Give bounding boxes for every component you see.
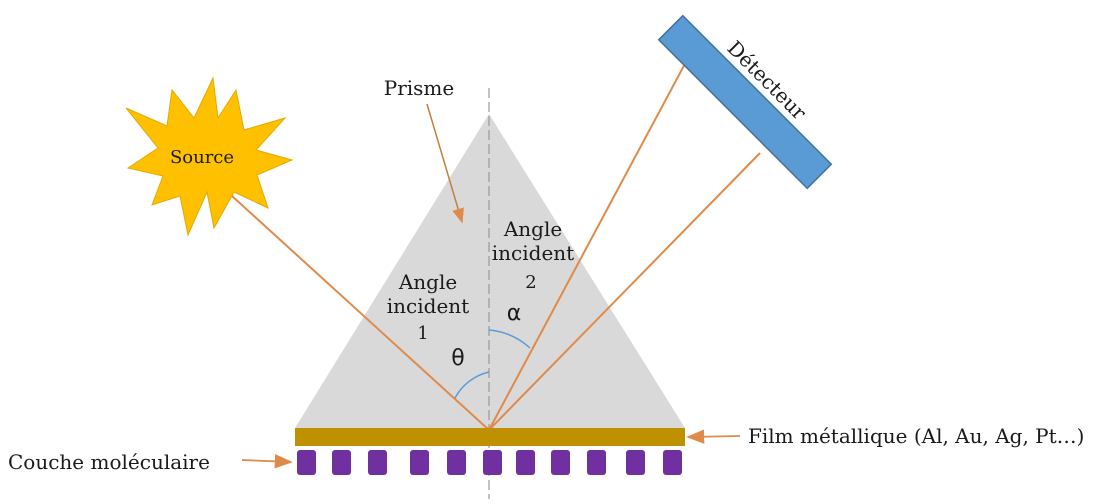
molecule (551, 450, 570, 475)
angle2-line3: 2 (525, 272, 536, 293)
molecule (516, 450, 535, 475)
molecular-layer-arrow (241, 454, 293, 469)
prism-arrow (426, 103, 464, 224)
alpha-arc (488, 329, 531, 349)
metal-film-label: Film métallique (Al, Au, Ag, Pt…) (748, 424, 1084, 448)
reflected-ray-2 (488, 152, 761, 431)
molecule (587, 450, 606, 475)
reflected-ray-1 (488, 59, 688, 431)
molecule (483, 450, 502, 475)
molecule (626, 450, 645, 475)
theta-label: θ (451, 346, 464, 371)
angle2-line2: incident (492, 241, 574, 265)
angle2-line1: Angle (503, 217, 562, 241)
molecule (297, 450, 316, 475)
angle1-line3: 1 (417, 323, 428, 344)
molecule (332, 450, 351, 475)
alpha-label: α (507, 301, 522, 326)
angle1-line1: Angle (398, 270, 457, 294)
theta-arc (454, 371, 490, 399)
molecular-layer (297, 450, 682, 475)
prism (295, 114, 685, 428)
incident-ray (231, 195, 490, 431)
source-label: Source (170, 147, 234, 168)
molecule (663, 450, 682, 475)
metal-film (295, 428, 685, 446)
detector-bar (657, 14, 833, 190)
molecular-layer-label: Couche moléculaire (8, 450, 210, 474)
molecule (410, 450, 429, 475)
source-star (125, 76, 294, 237)
molecule (447, 450, 466, 475)
prism-label: Prisme (384, 76, 454, 100)
angle1-line2: incident (387, 294, 469, 318)
molecule (368, 450, 387, 475)
metal-film-arrow (686, 429, 741, 444)
